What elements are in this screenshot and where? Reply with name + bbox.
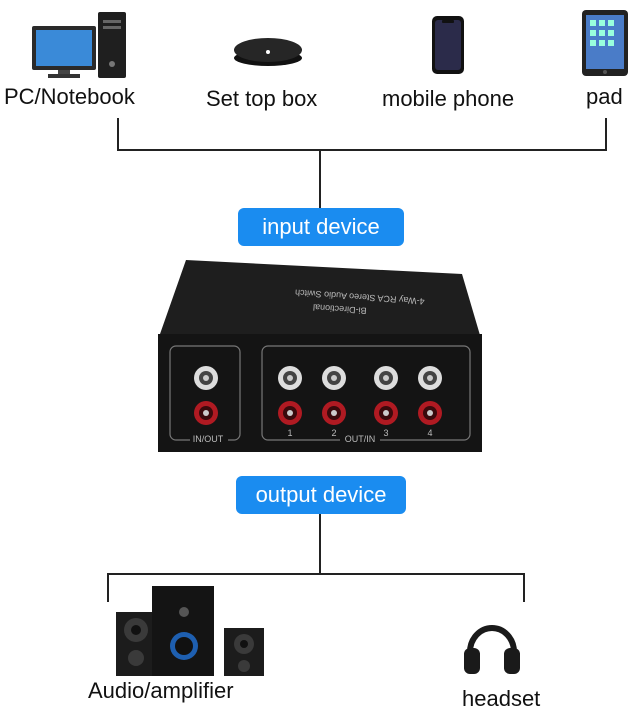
port-number-1: 1 <box>287 428 292 438</box>
audio-switch-device: 4-Way RCA Stereo Audio Switch Bi-Directi… <box>158 260 482 452</box>
headphones-icon <box>464 625 520 674</box>
port-number-3: 3 <box>383 428 388 438</box>
speaker-icon <box>116 586 264 676</box>
port-number-2: 2 <box>331 428 336 438</box>
switch-top-text-2: Bi-Directional <box>313 302 367 316</box>
output-label-headset: headset <box>462 686 541 711</box>
output-connector <box>107 573 525 602</box>
pc-icon <box>32 12 126 78</box>
input-device-badge: input device <box>238 208 404 246</box>
port-group-out-in: OUT/IN <box>345 434 376 444</box>
set-top-box-icon <box>234 38 302 66</box>
mobile-phone-icon <box>432 16 464 74</box>
in-out-jacks <box>194 366 218 425</box>
switch-top-face <box>160 260 482 342</box>
port-number-4: 4 <box>427 428 432 438</box>
input-connector <box>117 118 607 151</box>
tablet-icon <box>582 10 628 76</box>
input-label-set-top-box: Set top box <box>206 86 318 111</box>
switch-front-face <box>158 334 482 452</box>
output-device-badge: output device <box>236 476 406 514</box>
input-label-pad: pad <box>586 84 623 109</box>
input-label-mobile-phone: mobile phone <box>382 86 515 111</box>
out-in-jacks <box>278 366 442 425</box>
output-label-audio-amplifier: Audio/amplifier <box>88 678 234 703</box>
input-label-pc: PC/Notebook <box>4 84 135 109</box>
port-group-in-out: IN/OUT <box>193 434 224 444</box>
